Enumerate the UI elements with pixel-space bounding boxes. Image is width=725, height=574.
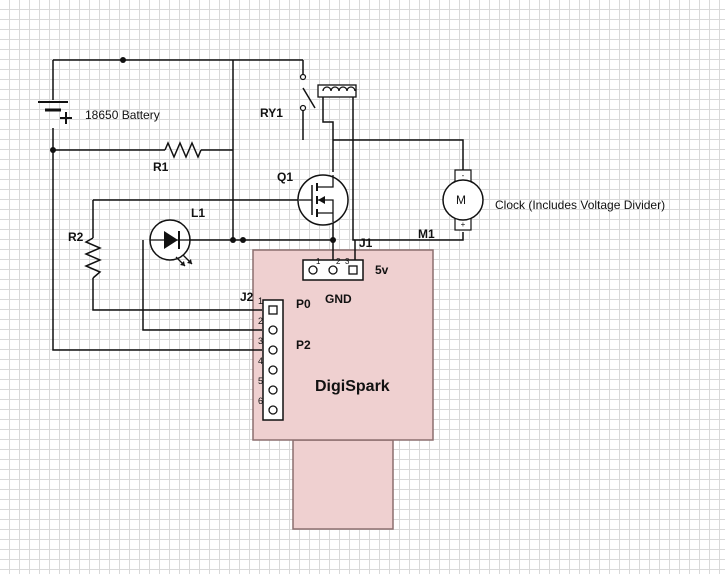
motor-symbol-label: M [456, 193, 466, 207]
l1-label: L1 [191, 206, 205, 220]
r2-resistor [84, 237, 102, 279]
j2-header [262, 299, 284, 421]
r1-resistor [164, 141, 202, 159]
j2-pin-6: 6 [258, 396, 263, 406]
5v-label: 5v [375, 263, 389, 277]
j2-pin-3: 3 [258, 336, 263, 346]
j1-label: J1 [359, 236, 373, 250]
j1-pin-2: 2 [336, 257, 341, 266]
gnd-label: GND [325, 292, 352, 306]
p2-label: P2 [296, 338, 311, 352]
r2-label: R2 [68, 230, 84, 244]
junction-dots [50, 57, 336, 243]
battery-symbol [38, 101, 72, 124]
j2-pin-4: 4 [258, 356, 263, 366]
j1-header [302, 259, 364, 281]
usb-connector [292, 439, 394, 530]
board-title: DigiSpark [315, 378, 390, 395]
q1-label: Q1 [277, 170, 293, 184]
j2-pin-numbers: 1 2 3 4 5 6 [258, 296, 263, 406]
j2-pin-1: 1 [258, 296, 263, 306]
j1-pin-1: 1 [316, 257, 321, 266]
l1-led [149, 219, 193, 267]
j2-pin-5: 5 [258, 376, 263, 386]
m1-label: M1 [418, 227, 435, 241]
r1-label: R1 [153, 160, 169, 174]
svg-text:+: + [461, 220, 466, 229]
j1-pin-3: 3 [345, 257, 350, 266]
q1-mosfet [297, 174, 349, 226]
j2-label: J2 [240, 290, 254, 304]
p0-label: P0 [296, 297, 311, 311]
motor-description: Clock (Includes Voltage Divider) [495, 198, 665, 212]
j2-pin-2: 2 [258, 316, 263, 326]
battery-label: 18650 Battery [85, 108, 160, 122]
svg-text:-: - [462, 171, 465, 180]
j1-pin-numbers: 1 2 3 [316, 257, 350, 266]
m1-motor: - + [442, 169, 484, 231]
relay-coil [317, 84, 357, 98]
wires [52, 59, 464, 351]
relay-switch [299, 73, 307, 112]
ry1-label: RY1 [260, 106, 283, 120]
